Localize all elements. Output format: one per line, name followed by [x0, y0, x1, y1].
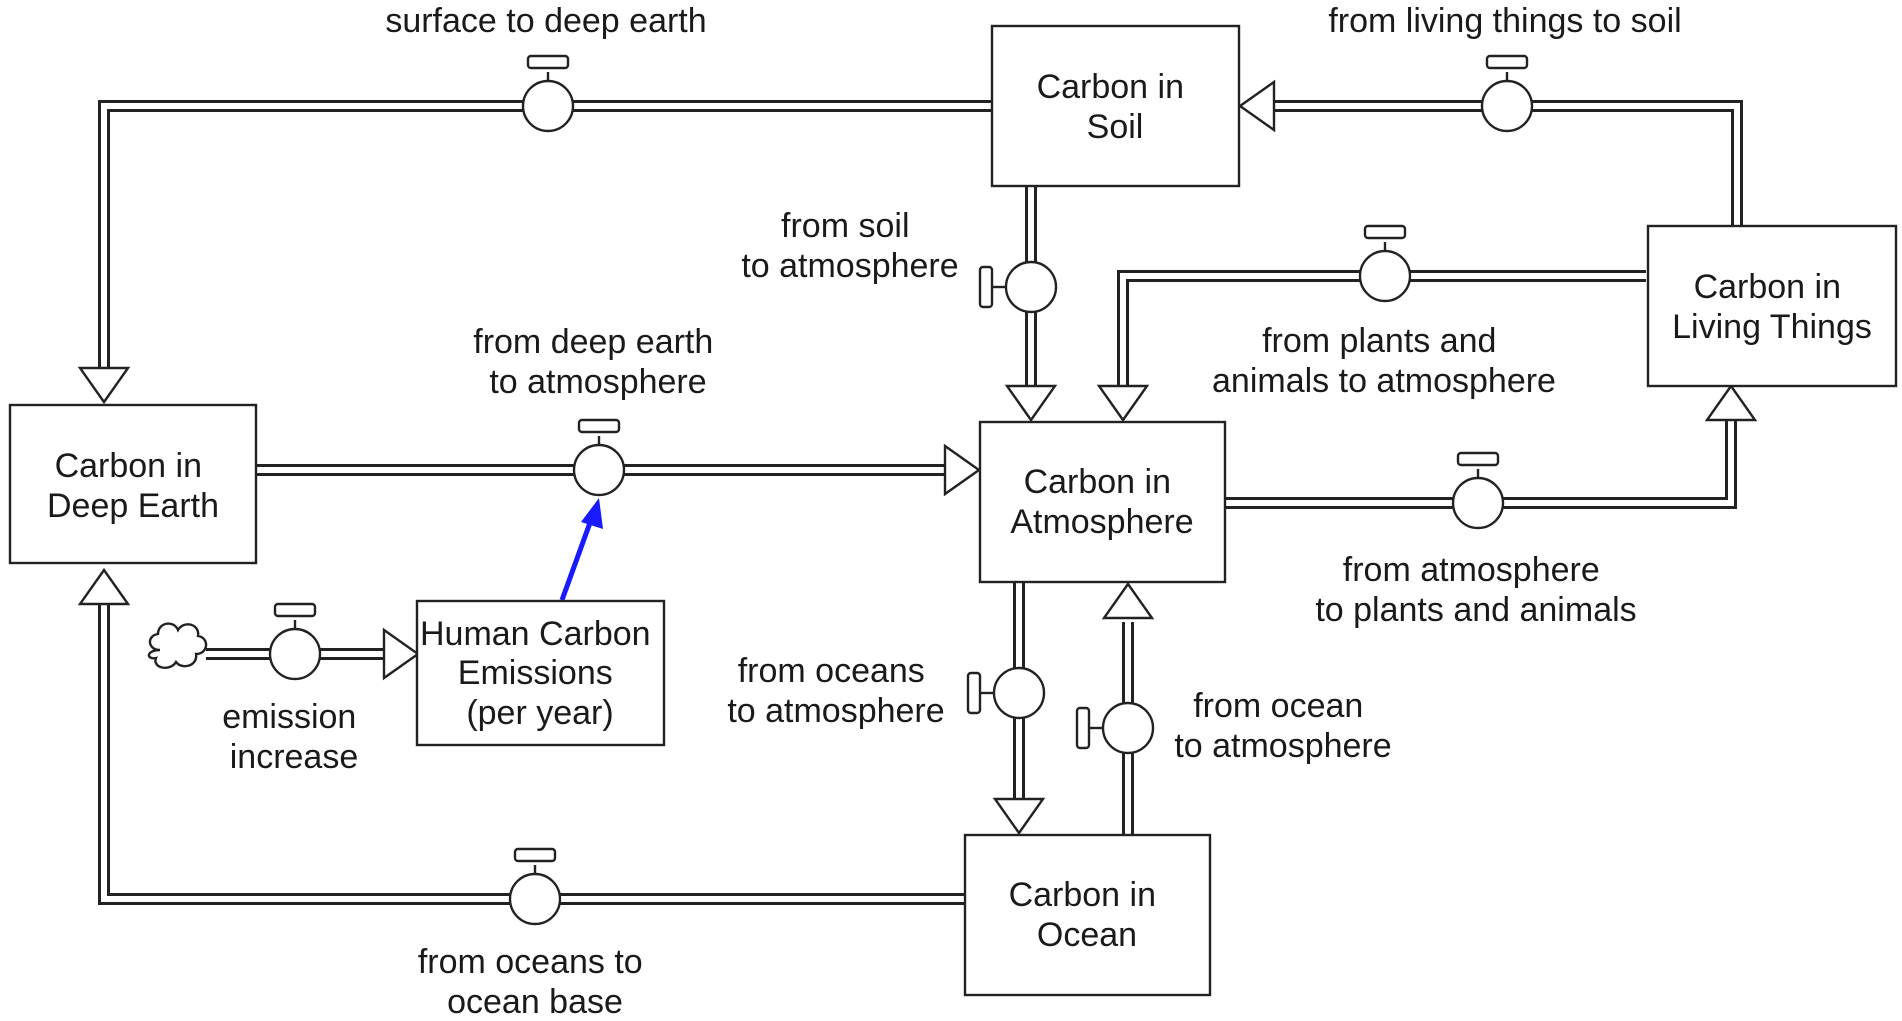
influence-arrow-icon: [559, 498, 603, 601]
cloud-icon: [147, 622, 208, 669]
stock-carbon-in-ocean[interactable]: Carbon in Ocean: [963, 833, 1212, 997]
arrowhead-icon: [77, 366, 131, 405]
stock-carbon-in-soil[interactable]: Carbon in Soil: [990, 24, 1241, 188]
flow-arrowheads: [77, 79, 1758, 836]
stock-label: Human Carbon Emissions (per year): [420, 615, 660, 732]
arrowhead-icon: [992, 797, 1046, 836]
pipe-atmosphere-to-plants: [1224, 414, 1737, 509]
valve-icon[interactable]: [508, 847, 562, 926]
pipe-oceans-to-ocean-base: [98, 604, 964, 905]
flow-valves: [268, 54, 1534, 926]
valve-icon[interactable]: [978, 260, 1058, 314]
stock-label: Carbon in Atmosphere: [1010, 463, 1193, 541]
stock-carbon-in-atmosphere[interactable]: Carbon in Atmosphere: [978, 420, 1227, 584]
flow-label-emission-increase: emission increase: [222, 698, 366, 776]
pipe-surface-to-deep-earth: [98, 100, 992, 372]
arrowhead-icon: [382, 627, 421, 681]
valve-icon[interactable]: [1075, 701, 1155, 755]
flow-label-deep-earth-to-atmosphere: from deep earth to atmosphere: [473, 323, 722, 401]
stock-carbon-in-living-things[interactable]: Carbon in Living Things: [1646, 224, 1898, 388]
flow-label-living-to-soil: from living things to soil: [1328, 2, 1681, 40]
pipe-living-to-soil: [1270, 100, 1743, 225]
arrowhead-icon: [77, 567, 131, 606]
flow-label-oceans-to-atmosphere: from oceans to atmosphere: [727, 652, 944, 730]
valve-icon[interactable]: [268, 602, 322, 681]
stock-label: Carbon in Ocean: [1009, 876, 1166, 954]
stock-carbon-in-deep-earth[interactable]: Carbon in Deep Earth: [8, 403, 258, 565]
flow-label-oceans-to-ocean-base: from oceans to ocean base: [418, 943, 652, 1021]
valve-icon[interactable]: [1451, 451, 1505, 530]
flow-label-plants-animals-to-atmosphere: from plants and animals to atmosphere: [1212, 322, 1556, 400]
stock-label: Carbon in Living Things: [1672, 268, 1872, 346]
flow-labels: surface to deep earth from living things…: [222, 2, 1682, 1021]
stock-label: Carbon in Soil: [1037, 68, 1194, 146]
valve-icon[interactable]: [1480, 54, 1534, 133]
arrowhead-icon: [1004, 384, 1058, 423]
valve-icon[interactable]: [1358, 224, 1412, 303]
flow-label-surface-to-deep-earth: surface to deep earth: [385, 2, 706, 40]
flow-label-soil-to-atmosphere: from soil to atmosphere: [741, 207, 958, 285]
arrowhead-icon: [1237, 79, 1276, 133]
stock-human-carbon-emissions[interactable]: Human Carbon Emissions (per year): [415, 599, 666, 747]
flow-label-atmosphere-to-plants-animals: from atmosphere to plants and animals: [1315, 551, 1636, 629]
stock-label: Carbon in Deep Earth: [47, 447, 219, 525]
valve-icon[interactable]: [966, 666, 1046, 720]
arrowhead-icon: [1096, 384, 1150, 423]
flow-label-ocean-to-atmosphere: from ocean to atmosphere: [1174, 687, 1391, 765]
valve-icon[interactable]: [572, 418, 626, 497]
arrowhead-icon: [1704, 383, 1758, 422]
pipe-plants-to-atmosphere: [1117, 270, 1646, 388]
arrowhead-icon: [943, 443, 982, 497]
arrowhead-icon: [1101, 581, 1155, 620]
valve-icon[interactable]: [521, 54, 575, 133]
